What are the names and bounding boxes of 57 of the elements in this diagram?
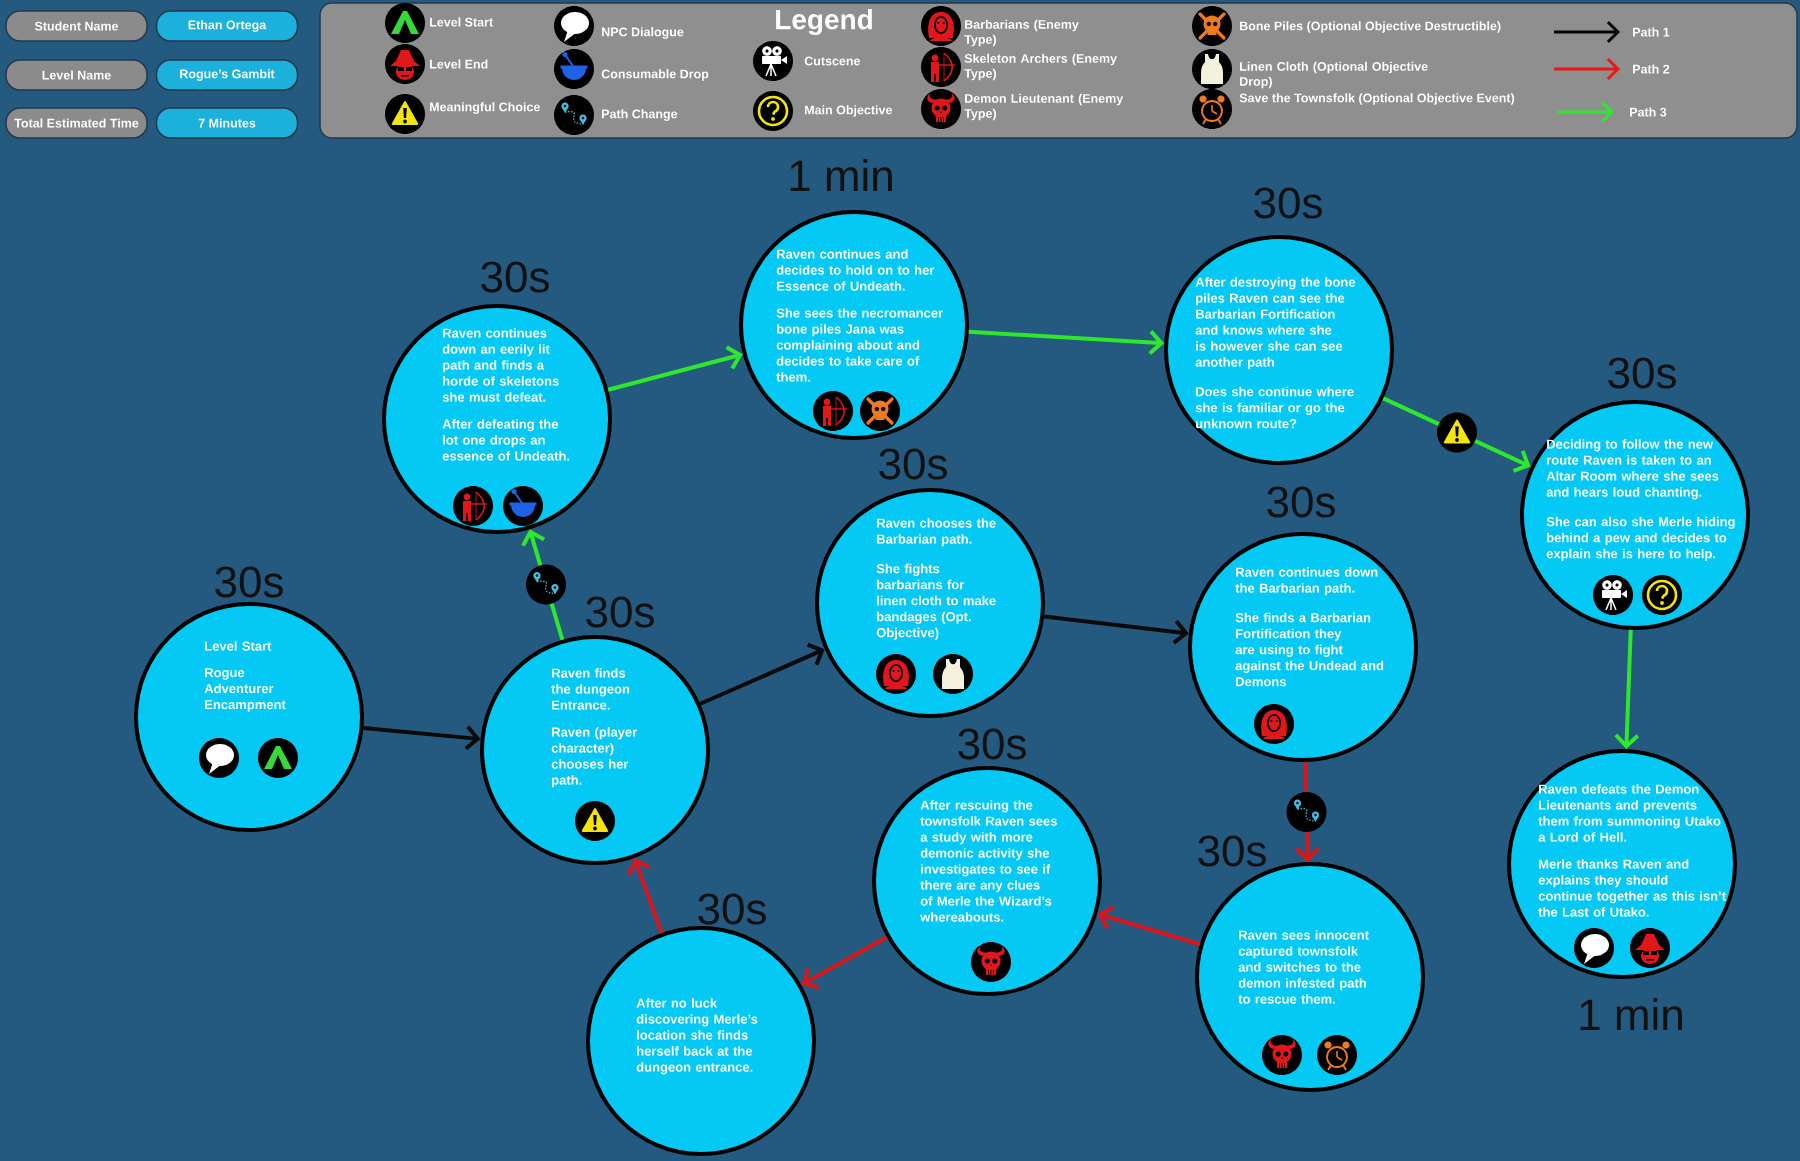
legend-label: Save the Townsfolk (Optional Objective Event) (1239, 93, 1515, 105)
duration-label: 30s (698, 893, 766, 925)
paragraph: Raven continues down an eerily lit path and finds a horde of skeletons she must defeat. (442, 328, 559, 402)
legend-label: Skeleton Archers (Enemy Type) (964, 53, 1117, 81)
legend-label: Linen Cloth (Optional Objective Drop) (1240, 61, 1428, 89)
value-pill: 7 Minutes (155, 107, 299, 139)
legend-label: Path 3 (1630, 107, 1667, 117)
paragraph: Raven continues and decides to hold on to her Essence of Undeath. (776, 249, 935, 291)
value-pill: Rogue’s Gambit (155, 59, 299, 91)
duration-label: 30s (958, 728, 1026, 760)
legend-label: Demon Lieutenant (Enemy Type) (964, 93, 1124, 121)
paragraph: Merle thanks Raven and explains they should continue together as this isn’t the Last of Utako. (1538, 859, 1726, 917)
legend-label: Bone Piles (Optional Objective Destructible) (1240, 21, 1501, 33)
duration-label: 1 min (790, 159, 892, 191)
duration-label: 30s (1198, 835, 1266, 867)
duration-label: 30s (481, 261, 549, 293)
duration-label: 30s (1254, 187, 1322, 219)
duration-label: 30s (586, 596, 654, 628)
paragraph: After rescuing the townsfolk Raven sees a study with more demonic activity she investigates to see if there are any clues of Merle the Wizard’s whereabouts. (920, 800, 1057, 922)
paragraph: Raven continues down the Barbarian path. (1235, 567, 1378, 596)
legend-label: Path Change (602, 109, 678, 121)
duration-label: 30s (1608, 357, 1676, 389)
value-pill: Ethan Ortega (155, 10, 299, 42)
paragraph: She fights barbarians for linen cloth to make bandages (Opt. Objective) (876, 563, 996, 640)
duration-label: 30s (1267, 486, 1335, 518)
paragraph: Raven defeats the Demon Lieutenants and prevents them from summoning Utako a Lord of Hell. (1538, 784, 1721, 842)
legend-label: Cutscene (804, 56, 861, 66)
paragraph: Raven chooses the Barbarian path. (877, 518, 996, 547)
paragraph: Raven finds the dungeon Entrance. (551, 668, 630, 710)
paragraph: Raven sees innocent captured townsfolk and switches to the demon infested path to rescue them. (1238, 930, 1369, 1004)
duration-label: 1 min (1580, 998, 1682, 1030)
legend-label: Consumable Drop (601, 69, 709, 81)
duration-label: 30s (215, 566, 283, 598)
legend-label: Path 1 (1633, 27, 1670, 37)
paragraph: Rogue Adventurer Encampment (204, 668, 286, 712)
label-pill: Level Name (5, 59, 148, 91)
paragraph: Deciding to follow the new route Raven is taken to an Altar Room where she sees and hears loud chanting. (1546, 439, 1719, 500)
legend-title: Legend (776, 8, 872, 36)
paragraph: Does she continue where she is familiar or go the unknown route? (1195, 386, 1354, 429)
legend-label: Path 2 (1633, 64, 1670, 74)
legend-label: Level End (430, 59, 488, 69)
legend-label: Barbarians (Enemy Type) (964, 19, 1079, 47)
legend-label: Meaningful Choice (430, 102, 540, 114)
label-pill: Total Estimated Time (5, 107, 148, 139)
legend-label: NPC Dialogue (602, 27, 684, 39)
paragraph: After defeating the lot one drops an essence of Undeath. (442, 419, 570, 461)
paragraph: Level Start (205, 641, 272, 651)
paragraph: After no luck discovering Merle’s location she finds herself back at the dungeon entrance. (636, 998, 758, 1075)
legend-label: Main Objective (805, 105, 892, 117)
legend-label: Level Start (430, 17, 493, 27)
duration-label: 30s (879, 448, 947, 480)
paragraph: She finds a Barbarian Fortification they are using to fight against the Undead and Demons (1235, 612, 1384, 687)
paragraph: She sees the necromancer bone piles Jana was complaining about and decides to take care of them. (776, 308, 943, 382)
paragraph: Raven (player character) chooses her path. (551, 727, 637, 788)
paragraph: She can also she Merle hiding behind a pew and decides to explain she is here to help. (1546, 516, 1735, 561)
label-pill: Student Name (5, 10, 148, 42)
paragraph: After destroying the bone piles Raven can see the Barbarian Fortification and knows where she is however she can see another path (1195, 277, 1356, 370)
